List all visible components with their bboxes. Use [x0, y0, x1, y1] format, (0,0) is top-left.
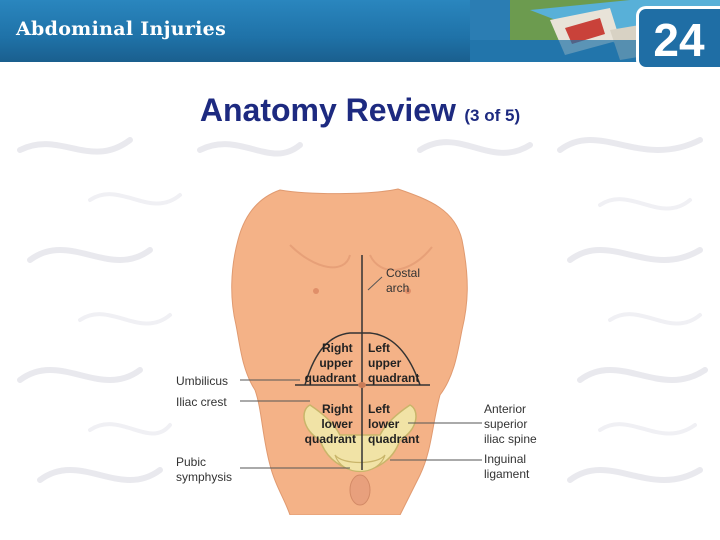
- pelvis: [303, 404, 417, 471]
- chapter-badge: 24: [636, 6, 720, 70]
- label-pubic-symphysis: Pubic symphysis: [176, 455, 232, 484]
- abdominal-quadrants-diagram: Costal arch Umbilicus Iliac crest Pubic …: [176, 188, 537, 515]
- quadrant-right-lower: Right lower quadrant: [305, 402, 356, 446]
- label-costal-arch: Costal arch: [386, 266, 423, 295]
- label-anterior-superior-iliac-spine: Anterior superior iliac spine: [484, 402, 537, 446]
- quadrant-left-upper: Left upper quadrant: [368, 341, 419, 385]
- quadrant-right-upper: Right upper quadrant: [305, 341, 356, 385]
- quadrant-left-lower: Left lower quadrant: [368, 402, 419, 446]
- label-iliac-crest: Iliac crest: [176, 395, 227, 409]
- slide-title: Anatomy Review (3 of 5): [0, 92, 720, 129]
- header-banner: Abdominal Injuries: [0, 0, 720, 62]
- slide-title-main: Anatomy Review: [199, 92, 456, 128]
- costal-arch-line: [304, 332, 421, 386]
- chapter-number: 24: [653, 14, 705, 66]
- label-inguinal-ligament: Inguinal ligament: [484, 452, 530, 481]
- label-umbilicus: Umbilicus: [176, 374, 228, 388]
- slide-title-sub: (3 of 5): [464, 106, 521, 125]
- banner-title: Abdominal Injuries: [16, 18, 227, 40]
